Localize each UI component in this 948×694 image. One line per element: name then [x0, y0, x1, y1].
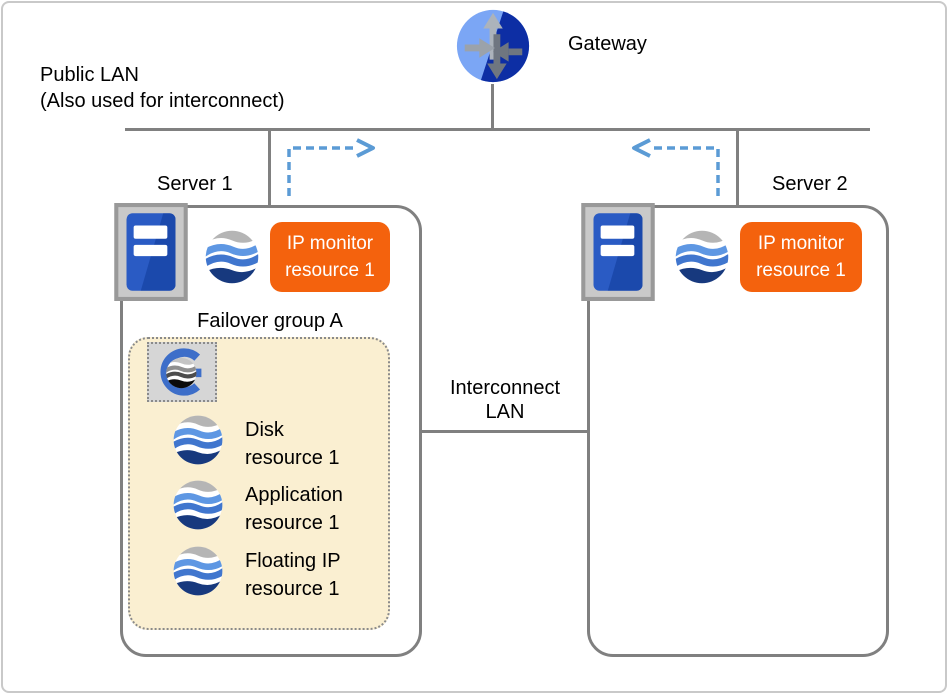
public-lan-label-line1: Public LAN	[40, 64, 139, 86]
interconnect-lan-label-line2: LAN	[485, 401, 525, 423]
ip-monitor-resource-badge-server-1: IP monitor resource 1	[270, 222, 390, 292]
ip-monitor-badge-line2: resource 1	[285, 260, 375, 281]
failover-group-title: Failover group A	[197, 310, 343, 332]
disk-resource-label: Disk resource 1	[245, 416, 340, 472]
interconnect-lan-line	[422, 430, 587, 433]
floating-ip-resource-label: Floating IP resource 1	[245, 547, 341, 603]
server-1-icon	[114, 203, 188, 301]
resource-sphere-icon	[172, 414, 224, 466]
disk-resource-label-line1: Disk	[245, 419, 284, 441]
gateway-stem-line	[491, 84, 494, 129]
public-lan-line	[125, 128, 870, 131]
server-2-lan-drop-line	[736, 131, 739, 206]
application-resource-label-line1: Application	[245, 484, 343, 506]
floating-ip-resource-label-line1: Floating IP	[245, 550, 341, 572]
resource-sphere-icon	[674, 229, 730, 285]
interconnect-lan-label: Interconnect LAN	[424, 376, 586, 424]
failover-direction-arrow-server-1	[287, 138, 375, 196]
server-2-icon	[581, 203, 655, 301]
failover-direction-arrow-server-2	[632, 138, 720, 196]
public-lan-label: Public LAN (Also used for interconnect)	[40, 62, 285, 114]
failover-group-icon	[147, 342, 217, 402]
ip-monitor-badge-line2: resource 1	[756, 260, 846, 281]
application-resource-label: Application resource 1	[245, 481, 343, 537]
group-g-icon	[160, 348, 213, 396]
application-resource-label-line2: resource 1	[245, 512, 340, 534]
floating-ip-resource-label-line2: resource 1	[245, 578, 340, 600]
server-1-label: Server 1	[157, 173, 233, 195]
server-1-lan-drop-line	[268, 131, 271, 206]
resource-sphere-icon	[172, 479, 224, 531]
disk-resource-label-line2: resource 1	[245, 447, 340, 469]
failover-group-box	[128, 337, 390, 630]
resource-sphere-icon	[204, 229, 260, 285]
ip-monitor-badge-line1: IP monitor	[757, 233, 845, 254]
gateway-label: Gateway	[568, 33, 647, 55]
gateway-icon	[456, 9, 530, 83]
ip-monitor-resource-badge-server-2: IP monitor resource 1	[740, 222, 862, 292]
public-lan-label-line2: (Also used for interconnect)	[40, 90, 285, 112]
ip-monitor-badge-line1: IP monitor	[286, 233, 374, 254]
resource-sphere-icon	[172, 545, 224, 597]
interconnect-lan-label-line1: Interconnect	[449, 377, 561, 399]
server-2-label: Server 2	[772, 173, 848, 195]
